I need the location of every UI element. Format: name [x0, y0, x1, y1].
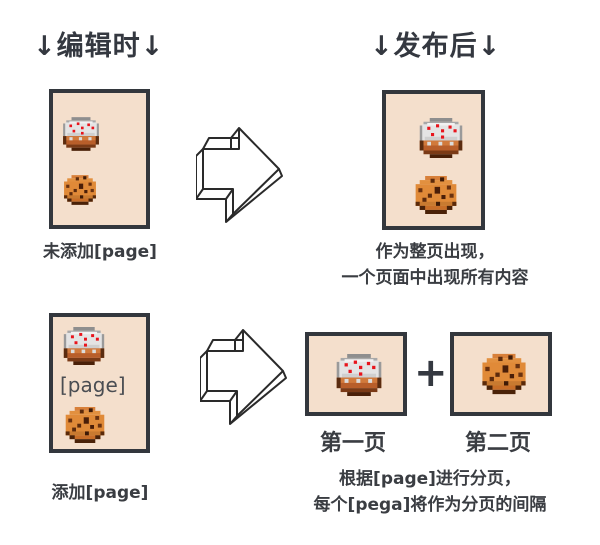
page-break-marker: [page]: [60, 373, 126, 397]
caption-with-page-break: 添加[page]: [51, 483, 149, 503]
cake-icon: [63, 117, 99, 151]
arrow-right-icon: [200, 329, 287, 425]
cake-icon: [336, 354, 382, 396]
caption-single-page-line2: 一个页面中出现所有内容: [341, 268, 529, 288]
caption-paginated-line1: 根据[page]进行分页，: [339, 469, 521, 489]
editor-page-with-break: [page]: [49, 313, 150, 453]
cookie-icon: [482, 353, 526, 395]
plus-icon: +: [414, 350, 448, 396]
cake-icon: [419, 118, 463, 158]
caption-paginated: 根据[page]进行分页， 每个[pega]将作为分页的间隔: [280, 466, 580, 518]
arrow-right-icon: [196, 127, 283, 223]
published-single-page: [382, 90, 485, 230]
heading-published: ↓发布后↓: [370, 31, 502, 62]
caption-paginated-line2: 每个[pega]将作为分页的间隔: [313, 495, 547, 515]
cake-icon: [63, 327, 105, 365]
page-2-label: 第二页: [465, 431, 532, 456]
cookie-icon: [65, 407, 105, 443]
published-page-1: [305, 332, 407, 416]
caption-single-page: 作为整页出现， 一个页面中出现所有内容: [300, 239, 570, 291]
published-page-2: [450, 332, 552, 416]
caption-no-page-break: 未添加[page]: [43, 242, 157, 262]
page-1-label: 第一页: [320, 431, 387, 456]
cookie-icon: [415, 176, 457, 214]
caption-single-page-line1: 作为整页出现，: [375, 242, 495, 262]
editor-page-without-break: [49, 89, 150, 229]
cookie-icon: [64, 175, 96, 205]
heading-editing: ↓编辑时↓: [33, 31, 165, 62]
